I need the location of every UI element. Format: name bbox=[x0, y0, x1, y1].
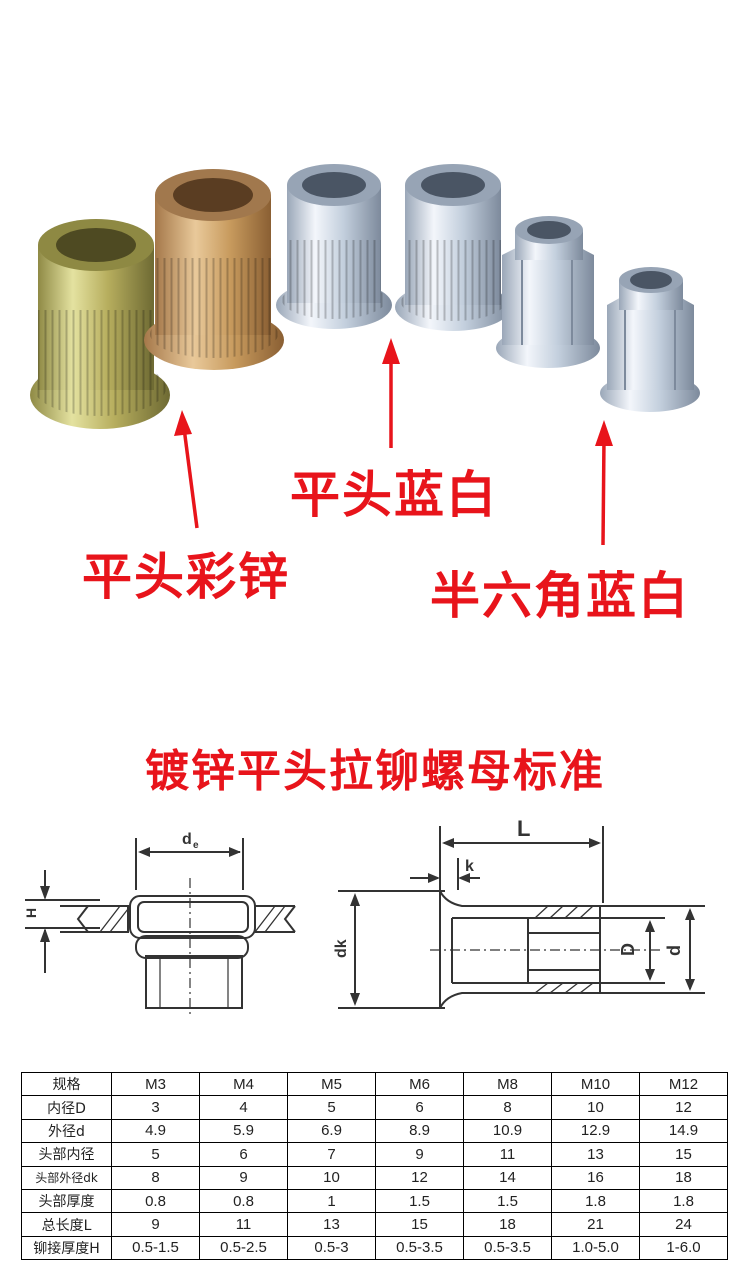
table-cell: 7 bbox=[287, 1142, 376, 1167]
table-cell: 1.5 bbox=[375, 1188, 464, 1214]
table-cell: 16 bbox=[551, 1165, 640, 1190]
table-cell: 15 bbox=[375, 1212, 464, 1237]
table-cell: 18 bbox=[639, 1165, 728, 1190]
row-header-cell: 规格 bbox=[21, 1071, 112, 1097]
table-cell: 6 bbox=[199, 1142, 288, 1167]
product-photo bbox=[30, 164, 700, 546]
table-cell: 1.0-5.0 bbox=[551, 1235, 640, 1261]
table-cell: 4.9 bbox=[111, 1118, 200, 1144]
row-header-cell: 铆接厚度H bbox=[21, 1235, 112, 1261]
table-cell: 9 bbox=[199, 1165, 288, 1190]
technical-drawing: d e H L k dk D d bbox=[23, 818, 705, 1018]
section-title: 镀锌平头拉铆螺母标准 bbox=[145, 746, 605, 797]
table-cell: 14 bbox=[463, 1165, 552, 1190]
table-cell: 10 bbox=[287, 1165, 376, 1190]
table-cell: 5.9 bbox=[199, 1118, 288, 1144]
table-cell: 6 bbox=[375, 1095, 464, 1120]
table-cell: 1.5 bbox=[463, 1188, 552, 1214]
table-cell: 0.5-3 bbox=[287, 1235, 376, 1261]
label-half-hex-blue-white: 半六角蓝白 bbox=[430, 567, 690, 625]
row-header-cell: 外径d bbox=[21, 1118, 112, 1144]
dim-label-d: d bbox=[664, 945, 684, 956]
table-cell: 8 bbox=[111, 1165, 200, 1190]
table-cell: M10 bbox=[551, 1071, 640, 1097]
table-cell: 21 bbox=[551, 1212, 640, 1237]
dim-label-H: H bbox=[23, 908, 39, 918]
half-hex-nut-1 bbox=[496, 216, 600, 368]
table-cell: 1 bbox=[287, 1188, 376, 1214]
dim-label-de-sub: e bbox=[193, 840, 199, 851]
row-header-cell: 内径D bbox=[21, 1095, 112, 1120]
table-cell: 11 bbox=[463, 1142, 552, 1167]
color-zinc-nut-large bbox=[30, 219, 170, 429]
row-header-cell: 头部外径dk bbox=[21, 1165, 112, 1190]
table-cell: 5 bbox=[111, 1142, 200, 1167]
installed-view-drawing bbox=[25, 838, 296, 1018]
table-cell: 13 bbox=[551, 1142, 640, 1167]
table-cell: 8.9 bbox=[375, 1118, 464, 1144]
table-cell: 0.5-3.5 bbox=[463, 1235, 552, 1261]
table-cell: 12 bbox=[375, 1165, 464, 1190]
table-cell: M12 bbox=[639, 1071, 728, 1097]
dim-label-de: d bbox=[182, 831, 192, 848]
table-cell: 9 bbox=[111, 1212, 200, 1237]
table-cell: 0.5-2.5 bbox=[199, 1235, 288, 1261]
table-cell: 5 bbox=[287, 1095, 376, 1120]
table-cell: 4 bbox=[199, 1095, 288, 1120]
table-cell: 0.5-1.5 bbox=[111, 1235, 200, 1261]
table-cell: 14.9 bbox=[639, 1118, 728, 1144]
table-cell: M3 bbox=[111, 1071, 200, 1097]
table-cell: M6 bbox=[375, 1071, 464, 1097]
table-cell: 11 bbox=[199, 1212, 288, 1237]
section-view-drawing bbox=[338, 826, 705, 1009]
label-flat-head-color-zinc: 平头彩锌 bbox=[82, 548, 290, 606]
table-cell: 10.9 bbox=[463, 1118, 552, 1144]
table-cell: 12.9 bbox=[551, 1118, 640, 1144]
table-cell: 6.9 bbox=[287, 1118, 376, 1144]
table-cell: 24 bbox=[639, 1212, 728, 1237]
table-cell: 9 bbox=[375, 1142, 464, 1167]
table-cell: 8 bbox=[463, 1095, 552, 1120]
half-hex-nut-2 bbox=[600, 267, 700, 412]
blue-white-nut-flat-2 bbox=[395, 164, 511, 331]
row-header-cell: 头部厚度 bbox=[21, 1188, 112, 1214]
dim-label-dk: dk bbox=[333, 939, 350, 958]
table-cell: 1.8 bbox=[639, 1188, 728, 1214]
table-cell: M4 bbox=[199, 1071, 288, 1097]
dim-label-D: D bbox=[618, 943, 638, 956]
row-header-cell: 总长度L bbox=[21, 1212, 112, 1237]
table-cell: 1.8 bbox=[551, 1188, 640, 1214]
arrow-color-zinc bbox=[174, 410, 199, 529]
table-cell: 0.8 bbox=[199, 1188, 288, 1214]
table-cell: 18 bbox=[463, 1212, 552, 1237]
row-header-cell: 头部内径 bbox=[21, 1142, 112, 1167]
table-cell: 3 bbox=[111, 1095, 200, 1120]
dim-label-k: k bbox=[465, 858, 474, 875]
table-cell: 10 bbox=[551, 1095, 640, 1120]
table-cell: 13 bbox=[287, 1212, 376, 1237]
table-cell: M5 bbox=[287, 1071, 376, 1097]
table-cell: 12 bbox=[639, 1095, 728, 1120]
table-cell: 1-6.0 bbox=[639, 1235, 728, 1261]
arrow-flat-blue-white bbox=[382, 338, 400, 448]
table-cell: 0.8 bbox=[111, 1188, 200, 1214]
dim-label-L: L bbox=[517, 818, 530, 841]
table-cell: 0.5-3.5 bbox=[375, 1235, 464, 1261]
table-cell: 15 bbox=[639, 1142, 728, 1167]
label-flat-head-blue-white: 平头蓝白 bbox=[290, 466, 498, 524]
color-zinc-nut-gold bbox=[144, 169, 284, 370]
blue-white-nut-flat-1 bbox=[276, 164, 392, 329]
arrow-half-hex bbox=[595, 420, 613, 546]
table-cell: M8 bbox=[463, 1071, 552, 1097]
